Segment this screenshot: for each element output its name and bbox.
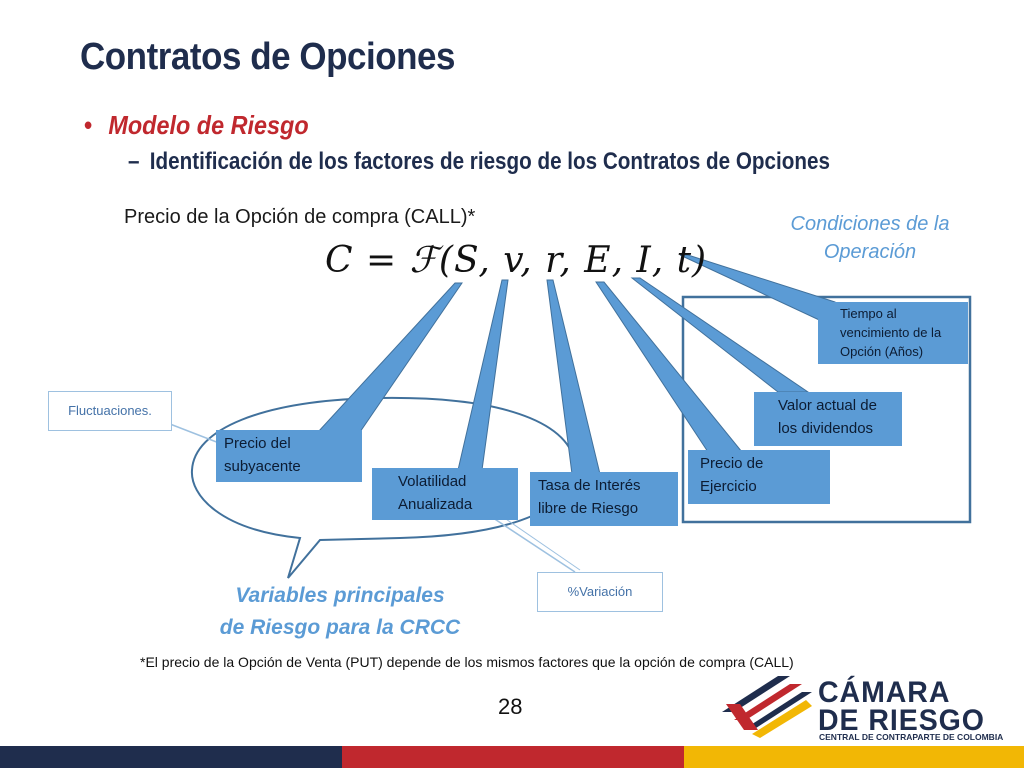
callout-fluctuaciones: Fluctuaciones. xyxy=(48,391,172,431)
box-tasa-interes: Tasa de Interés libre de Riesgo xyxy=(530,472,678,526)
box-dividendos-line2: los dividendos xyxy=(778,420,874,437)
bar-yellow xyxy=(684,746,1024,768)
box-subyacente-line2: subyacente xyxy=(224,458,301,475)
callout-variacion: %Variación xyxy=(537,572,663,612)
box-precio-subyacente: Precio del subyacente xyxy=(216,430,362,482)
box-tiempo-vencimiento: Tiempo al vencimiento de la Opción (Años… xyxy=(818,302,968,364)
box-tasa-line2: libre de Riesgo xyxy=(538,500,639,517)
bullet-dash-icon: – xyxy=(128,148,140,175)
box-tiempo-line1: Tiempo al xyxy=(840,306,897,321)
footnote: *El precio de la Opción de Venta (PUT) d… xyxy=(140,654,794,670)
bar-navy xyxy=(0,746,342,768)
bullet-modelo-riesgo-text: Modelo de Riesgo xyxy=(108,110,309,140)
variables-title: Variables principales de Riesgo para la … xyxy=(200,580,480,644)
box-tasa-line1: Tasa de Interés xyxy=(538,477,641,494)
pointer-volatilidad xyxy=(457,279,509,471)
box-valor-dividendos: Valor actual de los dividendos xyxy=(754,392,902,446)
logo-line2: DE RIESGO xyxy=(818,704,985,737)
box-volatilidad-line1: Volatilidad xyxy=(398,473,467,490)
box-tiempo-line3: Opción (Años) xyxy=(840,344,924,359)
bullet-dot-icon: • xyxy=(84,110,93,140)
call-caption: Precio de la Opción de compra (CALL)* xyxy=(124,206,476,228)
call-formula: C = ℱ(S, v, r, E, I, t) xyxy=(325,240,708,281)
page-number: 28 xyxy=(498,694,523,719)
logo-line1: CÁMARA xyxy=(818,676,951,709)
conditions-title-line2: Operación xyxy=(823,241,917,263)
conditions-title-line1: Condiciones de la xyxy=(790,213,950,235)
bullet-identificacion: –Identificación de los factores de riesg… xyxy=(128,148,830,176)
box-ejercicio-line1: Precio de xyxy=(700,455,764,472)
box-subyacente-line1: Precio del xyxy=(224,435,291,452)
box-dividendos-line1: Valor actual de xyxy=(778,397,877,414)
pointer-subyacente xyxy=(316,282,463,433)
conditions-title: Condiciones de la Operación xyxy=(770,210,970,266)
box-ejercicio-line2: Ejercicio xyxy=(700,478,757,495)
variables-title-line2: de Riesgo para la CRCC xyxy=(219,616,461,639)
crcc-logo-icon xyxy=(722,676,812,738)
box-precio-ejercicio: Precio de Ejercicio xyxy=(688,450,830,504)
slide-title: Contratos de Opciones xyxy=(80,36,455,78)
logo-line3: CENTRAL DE CONTRAPARTE DE COLOMBIA xyxy=(819,732,1004,742)
bottom-color-bar xyxy=(0,746,1024,768)
variables-title-line1: Variables principales xyxy=(235,584,445,607)
bullet-identificacion-text: Identificación de los factores de riesgo… xyxy=(149,148,830,175)
bullet-modelo-riesgo: • Modelo de Riesgo xyxy=(84,110,309,141)
box-volatilidad-line2: Anualizada xyxy=(398,496,473,513)
box-volatilidad: Volatilidad Anualizada xyxy=(372,468,518,520)
bar-red xyxy=(342,746,684,768)
box-tiempo-line2: vencimiento de la xyxy=(840,325,942,340)
pointer-tasa xyxy=(546,279,601,475)
